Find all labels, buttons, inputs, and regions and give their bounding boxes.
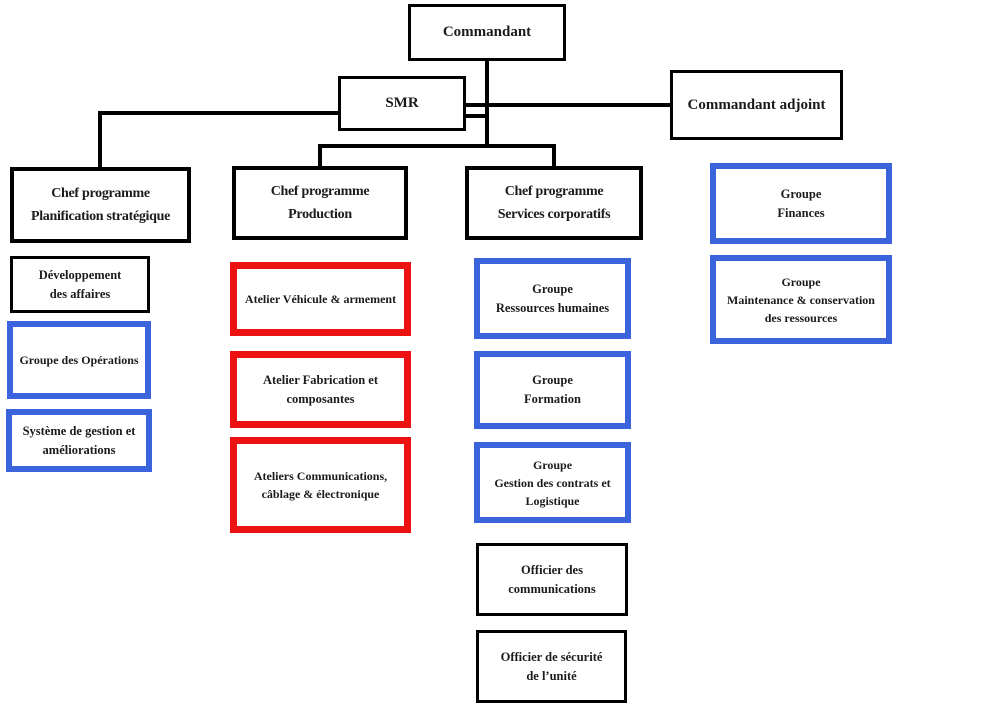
node-groupe-finances-line2: Finances <box>777 205 825 220</box>
node-groupe-formation-line1: Groupe <box>532 373 573 388</box>
node-groupe-contrats-line1: Groupe <box>532 457 573 472</box>
node-ateliers-communications-line2: câblage & électronique <box>261 487 380 501</box>
node-groupe-finances: Groupe Finances <box>710 163 892 244</box>
node-chef-services-line2: Services corporatifs <box>497 207 611 222</box>
node-commandant-adjoint: Commandant adjoint <box>670 70 843 140</box>
connector-services-drop <box>552 146 556 168</box>
node-smr: SMR <box>338 76 466 131</box>
node-officier-communications-line2: communications <box>508 581 596 596</box>
node-developpement-affaires: Développement des affaires <box>10 256 150 313</box>
node-systeme-gestion-line1: Système de gestion et <box>22 423 136 438</box>
node-groupe-operations: Groupe des Opérations <box>7 321 151 399</box>
node-chef-planification-line2: Planification stratégique <box>30 209 171 224</box>
node-ateliers-communications: Ateliers Communications, câblage & élect… <box>230 437 411 533</box>
node-chef-production-line2: Production <box>288 207 352 222</box>
node-officier-securite-line2: de l’unité <box>526 668 577 683</box>
node-developpement-affaires-line2: des affaires <box>49 286 111 301</box>
node-officier-securite-line1: Officier de sécurité <box>500 649 603 664</box>
node-systeme-gestion: Système de gestion et améliorations <box>6 409 152 472</box>
node-groupe-contrats: Groupe Gestion des contrats et Logistiqu… <box>474 442 631 523</box>
connector-branch-horizontal <box>318 144 556 148</box>
node-commandant: Commandant <box>408 4 566 61</box>
node-atelier-fabrication-line1: Atelier Fabrication et <box>262 372 378 387</box>
node-officier-securite: Officier de sécurité de l’unité <box>476 630 627 703</box>
node-developpement-affaires-line1: Développement <box>38 267 122 282</box>
node-chef-production: Chef programme Production <box>232 166 408 240</box>
node-commandant-adjoint-label: Commandant adjoint <box>687 96 826 113</box>
node-groupe-contrats-line3: Logistique <box>525 493 580 508</box>
node-groupe-finances-line1: Groupe <box>780 186 822 201</box>
node-atelier-fabrication: Atelier Fabrication et composantes <box>230 351 411 428</box>
node-chef-planification: Chef programme Planification stratégique <box>10 167 191 243</box>
connector-smr-left <box>100 111 338 115</box>
node-groupe-rh: Groupe Ressources humaines <box>474 258 631 339</box>
node-atelier-fabrication-line2: composantes <box>286 391 355 406</box>
node-groupe-formation: Groupe Formation <box>474 351 631 429</box>
connector-production-drop <box>318 146 322 168</box>
node-officier-communications: Officier des communications <box>476 543 628 616</box>
node-groupe-contrats-line2: Gestion des contrats et <box>494 475 611 490</box>
node-chef-production-line1: Chef programme <box>270 183 370 199</box>
node-groupe-maintenance: Groupe Maintenance & conservation des re… <box>710 255 892 344</box>
node-groupe-rh-line1: Groupe <box>532 281 573 296</box>
connector-smr-to-adjoint <box>463 103 670 107</box>
node-ateliers-communications-line1: Ateliers Communications, <box>253 469 388 483</box>
node-atelier-vehicule-label: Atelier Véhicule & armement <box>244 292 397 306</box>
node-systeme-gestion-line2: améliorations <box>42 442 116 457</box>
node-commandant-label: Commandant <box>442 24 532 41</box>
node-groupe-maintenance-line1: Groupe <box>781 274 821 289</box>
node-atelier-vehicule: Atelier Véhicule & armement <box>230 262 411 336</box>
node-chef-services: Chef programme Services corporatifs <box>465 166 643 240</box>
node-chef-planification-line1: Chef programme <box>51 185 150 201</box>
node-groupe-formation-line2: Formation <box>524 392 581 406</box>
node-smr-label: SMR <box>385 95 419 112</box>
node-chef-services-line1: Chef programme <box>504 183 604 199</box>
node-groupe-operations-label: Groupe des Opérations <box>19 353 139 367</box>
connector-smr-stub <box>463 114 489 118</box>
connector-planification-drop <box>98 111 102 168</box>
node-groupe-rh-line2: Ressources humaines <box>495 300 610 315</box>
node-groupe-maintenance-line3: des ressources <box>764 310 838 325</box>
node-groupe-maintenance-line2: Maintenance & conservation <box>727 292 875 307</box>
node-officier-communications-line1: Officier des <box>521 562 583 577</box>
